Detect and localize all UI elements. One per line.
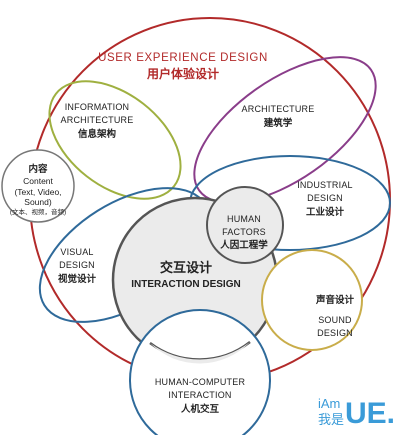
human-factors-line2: FACTORS [222,227,266,237]
hci-line2: INTERACTION [168,390,231,400]
visual-line2: DESIGN [59,260,95,270]
ux-title-cn: 用户体验设计 [146,66,219,81]
content-cn: 内容 [28,163,48,175]
interaction-design-overlap-arc [149,341,251,361]
sound-line1: SOUND [318,315,352,325]
hci-cn: 人机交互 [181,403,220,415]
information-architecture-ellipse [48,80,182,200]
industrial-cn: 工业设计 [306,206,345,218]
visual-line1: VISUAL [60,247,93,257]
industrial-line2: DESIGN [307,193,343,203]
hci-circle [129,309,271,435]
ux-title-en: USER EXPERIENCE DESIGN [98,52,268,64]
content-sub3: (文本、视频，音频) [10,207,66,216]
logo-woshi: 我是 [318,412,344,427]
content-circle [1,149,75,223]
iamue-logo: iAm 我是 UE. [318,396,395,430]
interaction-overlap-fill [150,342,250,364]
human-factors-circle [206,186,284,264]
info-arch-line2: ARCHITECTURE [61,115,134,125]
info-arch-line1: INFORMATION [65,102,130,112]
logo-iam: iAm [318,396,340,411]
architecture-en: ARCHITECTURE [242,104,315,114]
hci-line1: HUMAN-COMPUTER [155,377,246,387]
visual-cn: 视觉设计 [58,273,97,285]
architecture-cn: 建筑学 [263,117,293,129]
interaction-en: INTERACTION DESIGN [131,279,240,290]
content-sub2: Sound) [24,197,52,207]
human-factors-line1: HUMAN [227,214,261,224]
content-en: Content [23,176,53,186]
content-sub1: (Text, Video, [14,187,61,197]
sound-design-circle [261,249,363,351]
interaction-cn: 交互设计 [160,260,212,275]
sound-cn: 声音设计 [315,294,355,306]
info-arch-cn: 信息架构 [78,128,117,140]
logo-ue: UE. [345,397,395,430]
architecture-ellipse [193,56,377,204]
human-factors-cn: 人因工程学 [220,239,268,251]
sound-line2: DESIGN [317,328,353,338]
industrial-line1: INDUSTRIAL [297,180,353,190]
